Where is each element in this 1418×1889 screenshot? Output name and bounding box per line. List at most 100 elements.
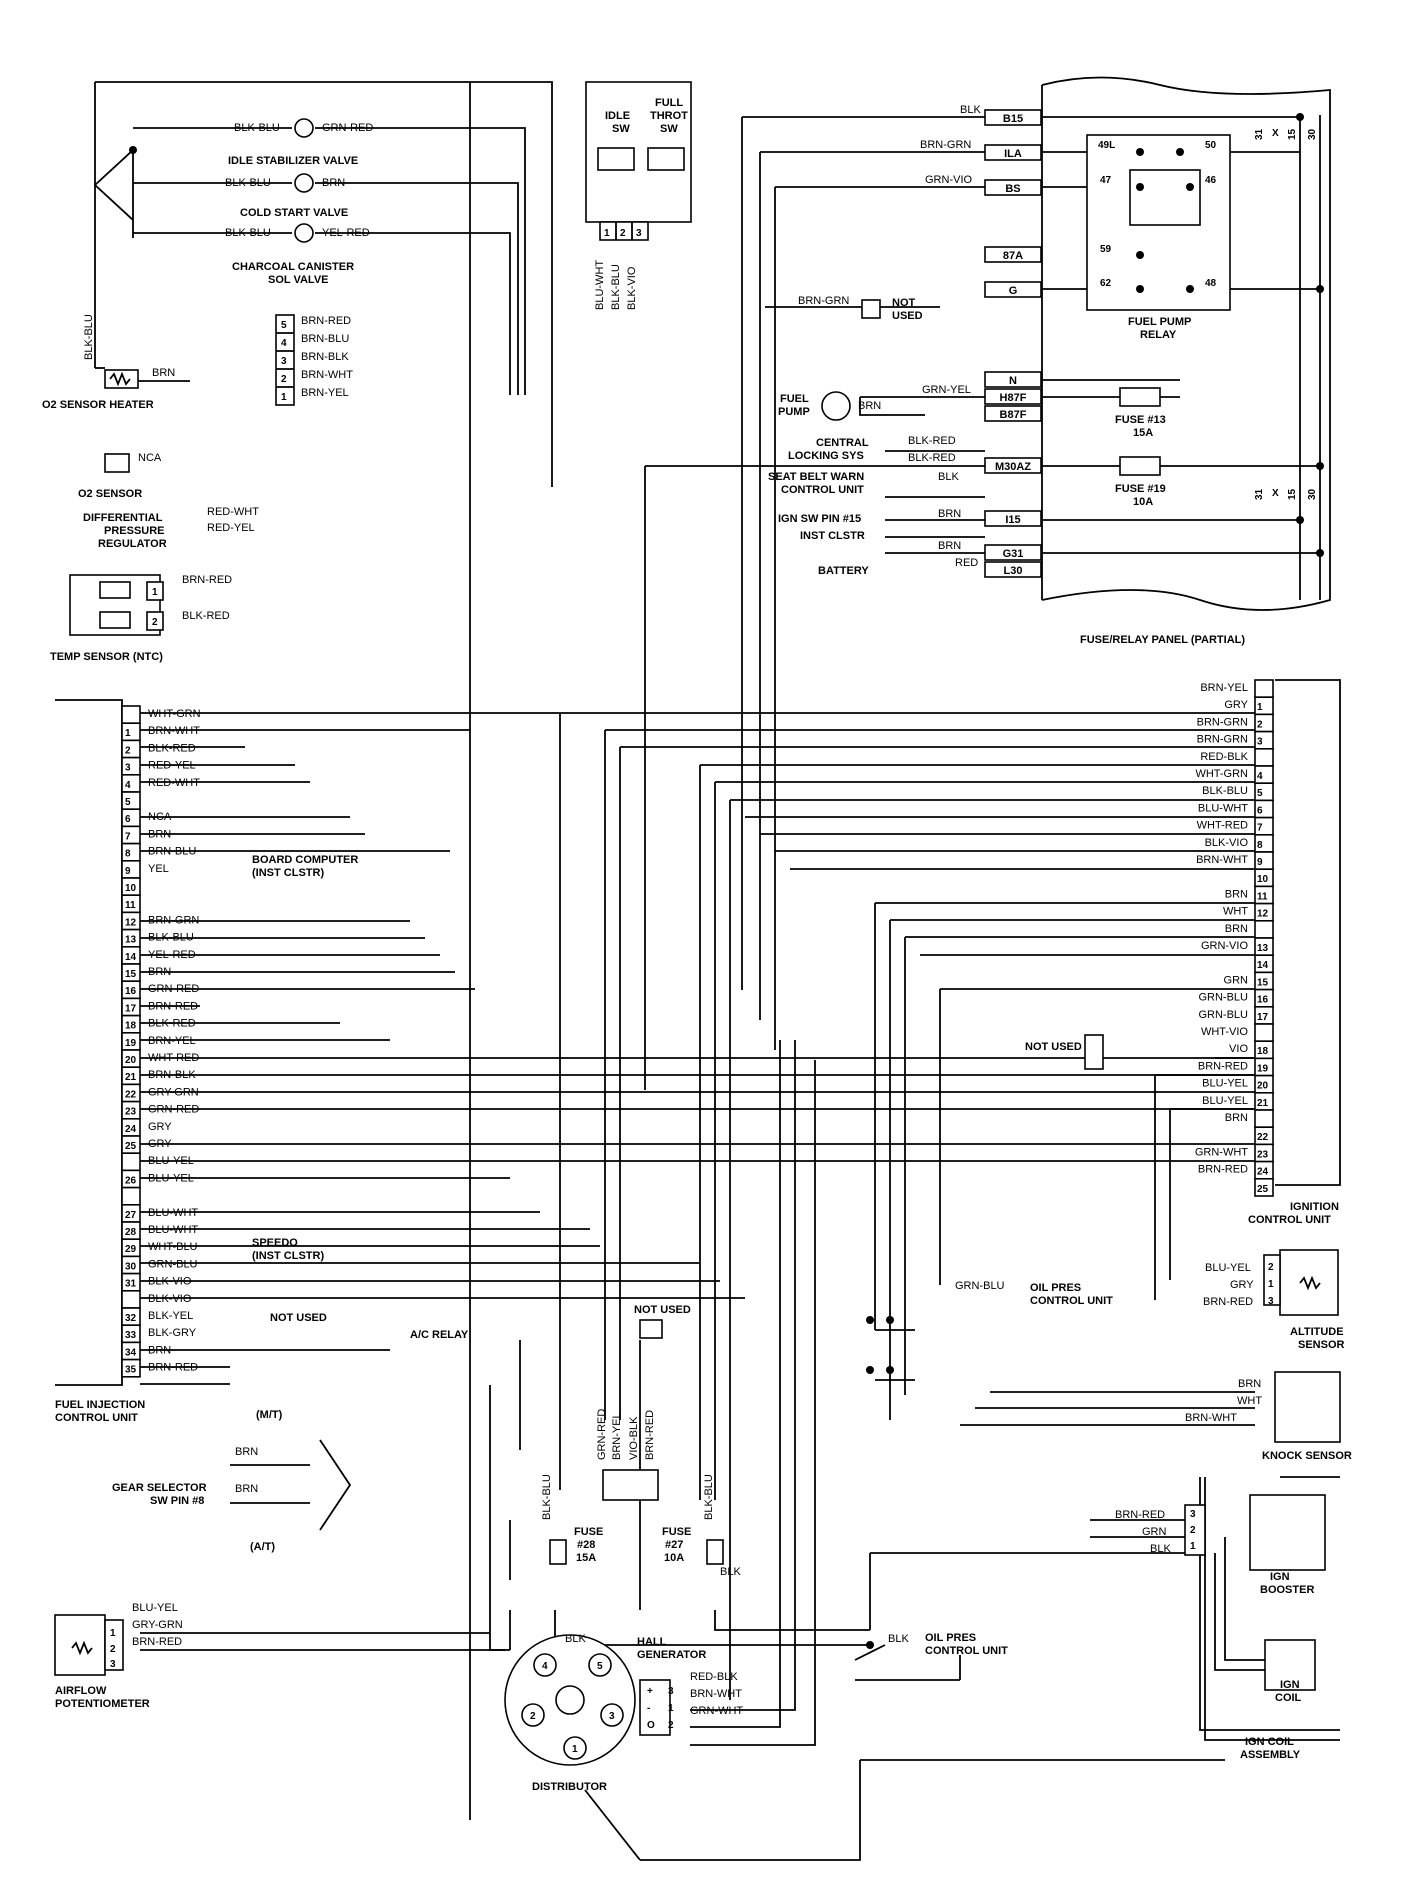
valve-wire-label: BLK-BLU [234, 122, 280, 134]
five-pin-connector [275, 314, 295, 406]
ign-pin-wire: WHT-GRN [1195, 768, 1248, 780]
idle-valve-icon [294, 118, 314, 138]
altitude-sensor-box [1263, 1249, 1339, 1316]
svg-text:59: 59 [1100, 244, 1112, 255]
svg-text:+: + [647, 1686, 653, 1697]
fi-pin-wire: BLU-YEL [148, 1155, 194, 1167]
fi-pin-wire: BRN [148, 966, 171, 978]
ign-pin-number: 4 [1257, 771, 1263, 782]
svg-text:(M/T): (M/T) [256, 1409, 283, 1421]
ign-pin-wire: WHT-RED [1197, 820, 1248, 832]
fi-pin-number: 34 [125, 1347, 137, 1358]
svg-text:GEAR SELECTOR: GEAR SELECTOR [112, 1482, 207, 1494]
dpr-wire-2: RED-YEL [207, 522, 255, 534]
ign-pin-wire: BLK-BLU [1202, 785, 1248, 797]
svg-text:1: 1 [668, 1703, 674, 1714]
fuse-panel-terminal-label: I15 [1005, 514, 1020, 526]
fi-pin-number: 26 [125, 1175, 137, 1186]
ign-pin-number: 9 [1257, 857, 1263, 868]
svg-text:5: 5 [281, 320, 287, 331]
fi-pin-number: 35 [125, 1365, 137, 1376]
svg-text:1: 1 [604, 228, 610, 239]
svg-text:AIRFLOW: AIRFLOW [55, 1685, 107, 1697]
ign-pin-box [1254, 747, 1274, 767]
fi-pin-wire: YEL [148, 863, 169, 875]
conn-wire-1: BRN-RED [301, 315, 351, 327]
fi-pin-number: 33 [125, 1330, 137, 1341]
svg-text:BLU-YEL: BLU-YEL [1205, 1262, 1251, 1274]
ign-pin-number: 16 [1257, 995, 1269, 1006]
fuse-panel-terminal-label: G31 [1003, 548, 1024, 560]
svg-text:BRN: BRN [235, 1483, 258, 1495]
cold-start-valve-icon [294, 173, 314, 193]
svg-text:COIL: COIL [1275, 1692, 1302, 1704]
svg-text:FUEL PUMP: FUEL PUMP [1128, 316, 1191, 328]
svg-text:10A: 10A [1133, 496, 1153, 508]
fuse-panel-terminal [984, 371, 1042, 388]
svg-text:BOOSTER: BOOSTER [1260, 1584, 1314, 1596]
fuel-pump-icon [821, 391, 851, 421]
svg-text:5: 5 [597, 1661, 603, 1672]
ts-wire-1: BLU-WHT [594, 260, 606, 310]
ign-pin-number: 22 [1257, 1132, 1269, 1143]
ign-pin-number: 3 [1257, 737, 1263, 748]
svg-text:CONTROL UNIT: CONTROL UNIT [781, 484, 864, 496]
not-used-plug-box [639, 1319, 663, 1339]
bus-junction-dots [129, 113, 1324, 1649]
fi-title-2: CONTROL UNIT [55, 1412, 138, 1424]
fi-pin-wire: BRN-YEL [148, 1035, 196, 1047]
o2-sensor-label: O2 SENSOR [78, 488, 142, 500]
fi-pin-wire: RED-YEL [148, 760, 196, 772]
temp-wire-1: BRN-RED [182, 574, 232, 586]
fi-pin-number: 7 [125, 831, 131, 842]
ign-pin-wire: BRN-GRN [1197, 734, 1248, 746]
svg-text:(INST CLSTR): (INST CLSTR) [252, 1250, 324, 1262]
svg-text:THROT: THROT [650, 110, 688, 122]
svg-text:DISTRIBUTOR: DISTRIBUTOR [532, 1781, 607, 1793]
svg-text:BRN-WHT: BRN-WHT [690, 1688, 742, 1700]
ign-pin-wire: BRN-GRN [1197, 716, 1248, 728]
o2-sensor-box [104, 453, 130, 473]
svg-text:O: O [647, 1720, 655, 1731]
charcoal-valve-wire: YEL-RED [322, 227, 370, 239]
svg-text:NOT USED: NOT USED [270, 1312, 327, 1324]
svg-text:49L: 49L [1098, 140, 1115, 151]
fi-pin-wire: BLU-WHT [148, 1207, 198, 1219]
svg-text:FUSE: FUSE [662, 1526, 691, 1538]
cold-valve-wire: BRN [322, 177, 345, 189]
charcoal-wire-left: BLK-BLU [225, 227, 271, 239]
svg-text:BRN: BRN [938, 508, 961, 520]
svg-text:3: 3 [668, 1686, 674, 1697]
svg-text:BLK: BLK [938, 471, 959, 483]
svg-text:(A/T): (A/T) [250, 1541, 275, 1553]
o2-heater-box [104, 369, 139, 389]
fuel-pump-relay [1086, 134, 1231, 311]
fi-pin-wire: BLK-VIO [148, 1276, 192, 1288]
ign-pin-number: 8 [1257, 840, 1263, 851]
svg-text:50: 50 [1205, 140, 1217, 151]
svg-text:1: 1 [152, 587, 158, 598]
fi-pin-wire: GRN-RED [148, 983, 199, 995]
svg-text:BRN-GRN: BRN-GRN [798, 295, 849, 307]
fi-pin-wire: YEL-RED [148, 949, 196, 961]
svg-text:X: X [1272, 488, 1279, 499]
fuse-panel-terminal [984, 144, 1042, 161]
svg-text:RED-BLK: RED-BLK [690, 1671, 738, 1683]
fi-pin-number: 30 [125, 1261, 137, 1272]
svg-text:BLK-RED: BLK-RED [908, 452, 956, 464]
fi-pin-number: 22 [125, 1089, 137, 1100]
fi-pin-box [121, 1186, 141, 1206]
ign-pin-number: 15 [1257, 977, 1269, 988]
svg-text:GRY: GRY [1230, 1279, 1254, 1291]
fi-pin-number: 4 [125, 780, 131, 791]
fi-pin-number: 9 [125, 866, 131, 877]
svg-text:BLK: BLK [1150, 1543, 1171, 1555]
svg-text:47: 47 [1100, 175, 1112, 186]
charcoal-label-2: SOL VALVE [268, 274, 329, 286]
fuse-28-icon [549, 1539, 567, 1565]
ign-pin-number: 24 [1257, 1167, 1269, 1178]
ign-pin-wire: BLU-WHT [1198, 802, 1248, 814]
conn-wire-4: BRN-WHT [301, 369, 353, 381]
svg-text:BLK-BLU: BLK-BLU [703, 1474, 715, 1520]
